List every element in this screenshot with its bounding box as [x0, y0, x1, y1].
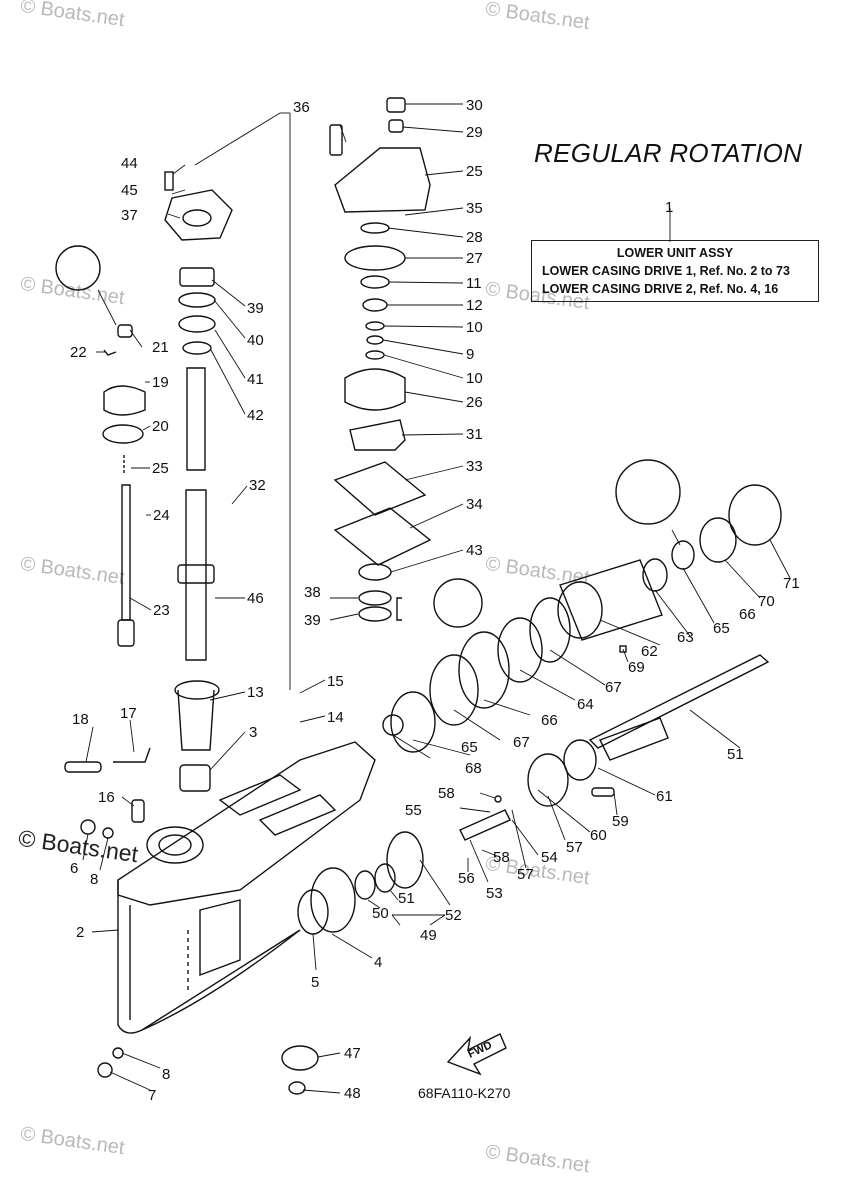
callout-69: 67 [513, 734, 530, 751]
callout-32: 31 [466, 426, 483, 443]
callout-60: 60 [590, 827, 607, 844]
callout-71: 69 [628, 659, 645, 676]
callout-64: 65 [461, 739, 478, 756]
callout-34: 33 [466, 458, 483, 475]
callout-22: 22 [70, 344, 87, 361]
callout-28: 27 [466, 250, 483, 267]
callout-56: 56 [458, 870, 475, 887]
callout-13: 13 [247, 684, 264, 701]
callout-29: 28 [466, 229, 483, 246]
callout-67: 65 [713, 620, 730, 637]
callout-10: 10 [466, 319, 483, 336]
callout-47: 46 [247, 590, 264, 607]
page-title: REGULAR ROTATION [534, 138, 803, 168]
callout-51: 51 [398, 890, 415, 907]
callout-35: 34 [466, 496, 483, 513]
callout-38: 37 [121, 207, 138, 224]
callout-66: 63 [677, 629, 694, 646]
callout-55: 54 [541, 849, 558, 866]
callout-24: 24 [153, 507, 170, 524]
callout-58: 58 [438, 785, 455, 802]
water-pump-assembly [164, 97, 483, 628]
callout-8: 8 [162, 1066, 170, 1083]
drive-shaft-assembly [164, 189, 233, 792]
callout-8: 8 [90, 871, 98, 888]
shift-rod-assembly [55, 245, 151, 1078]
callout-56: 55 [405, 802, 422, 819]
assembly-line-2: LOWER CASING DRIVE 2, Ref. No. 4, 16 [542, 282, 779, 296]
callout-57: 57 [566, 839, 583, 856]
callout-72: 70 [758, 593, 775, 610]
fwd-arrow-icon [446, 1033, 507, 1076]
callout-40: 39 [247, 300, 264, 317]
callout-53: 52 [445, 907, 462, 924]
callout-54: 53 [486, 885, 503, 902]
callout-48: 47 [344, 1045, 361, 1062]
callout-25: 25 [152, 460, 169, 477]
part-callouts: 30 29 25 35 28 27 11 12 10 9 10 26 31 33… [70, 97, 800, 1104]
callout-51: 50 [372, 905, 389, 922]
callout-5: 5 [311, 974, 319, 991]
callout-68: 67 [605, 679, 622, 696]
callout-19: 19 [152, 374, 169, 391]
callout-45: 44 [121, 155, 138, 172]
callout-15: 15 [327, 673, 344, 690]
callout-27: 26 [466, 394, 483, 411]
callout-67: 66 [739, 606, 756, 623]
callout-30: 29 [466, 124, 483, 141]
callout-36: 35 [466, 200, 483, 217]
callout-70: 68 [465, 760, 482, 777]
drawing-code: 68FA110-K270 [418, 1085, 511, 1101]
callout-57: 57 [517, 866, 534, 883]
callout-63: 64 [577, 696, 594, 713]
callout-58: 58 [493, 849, 510, 866]
callout-44: 43 [466, 542, 483, 559]
callout-12: 12 [466, 297, 483, 314]
leader-lines [82, 103, 791, 1094]
callout-20: 20 [152, 418, 169, 435]
assembly-line-1: LOWER CASING DRIVE 1, Ref. No. 2 to 73 [542, 264, 790, 278]
callout-2: 2 [76, 924, 84, 941]
callout-3: 3 [249, 724, 257, 741]
callout-16: 16 [98, 789, 115, 806]
callout-11: 11 [466, 275, 482, 292]
assembly-reference-box: LOWER UNIT ASSY LOWER CASING DRIVE 1, Re… [531, 240, 819, 302]
callout-33: 32 [249, 477, 266, 494]
callout-14: 14 [327, 709, 344, 726]
callout-59: 59 [612, 813, 629, 830]
callout-17: 17 [120, 705, 137, 722]
callout-49: 48 [344, 1085, 361, 1102]
callout-10: 10 [466, 370, 483, 387]
callout-43: 42 [247, 407, 264, 424]
callout-39: 39 [304, 612, 321, 629]
fwd-label: FWD [466, 1039, 494, 1060]
lower-casing [117, 741, 376, 1034]
callout-9: 9 [466, 346, 474, 363]
callout-73: 71 [783, 575, 800, 592]
propeller-shaft-assembly [281, 459, 782, 1095]
callout-31: 30 [466, 97, 483, 114]
callout-61: 61 [656, 788, 673, 805]
assembly-title: LOWER UNIT ASSY [616, 246, 734, 260]
callout-7: 7 [148, 1087, 156, 1104]
callout-62: 62 [641, 643, 658, 660]
callout-21: 21 [152, 339, 169, 356]
callout-65: 66 [541, 712, 558, 729]
callout-18: 18 [72, 711, 89, 728]
callout-37: 36 [293, 99, 310, 116]
callout-26: 25 [466, 163, 483, 180]
callout-50: 49 [420, 927, 437, 944]
callout-41: 40 [247, 332, 264, 349]
callout-39: 38 [304, 584, 321, 601]
callout-46: 45 [121, 182, 138, 199]
callout-4: 4 [374, 954, 382, 971]
callout-1: 1 [665, 199, 673, 216]
callout-42: 41 [247, 371, 264, 388]
callout-23: 23 [153, 602, 170, 619]
callout-6: 6 [70, 860, 78, 877]
callout-52: 51 [727, 746, 744, 763]
